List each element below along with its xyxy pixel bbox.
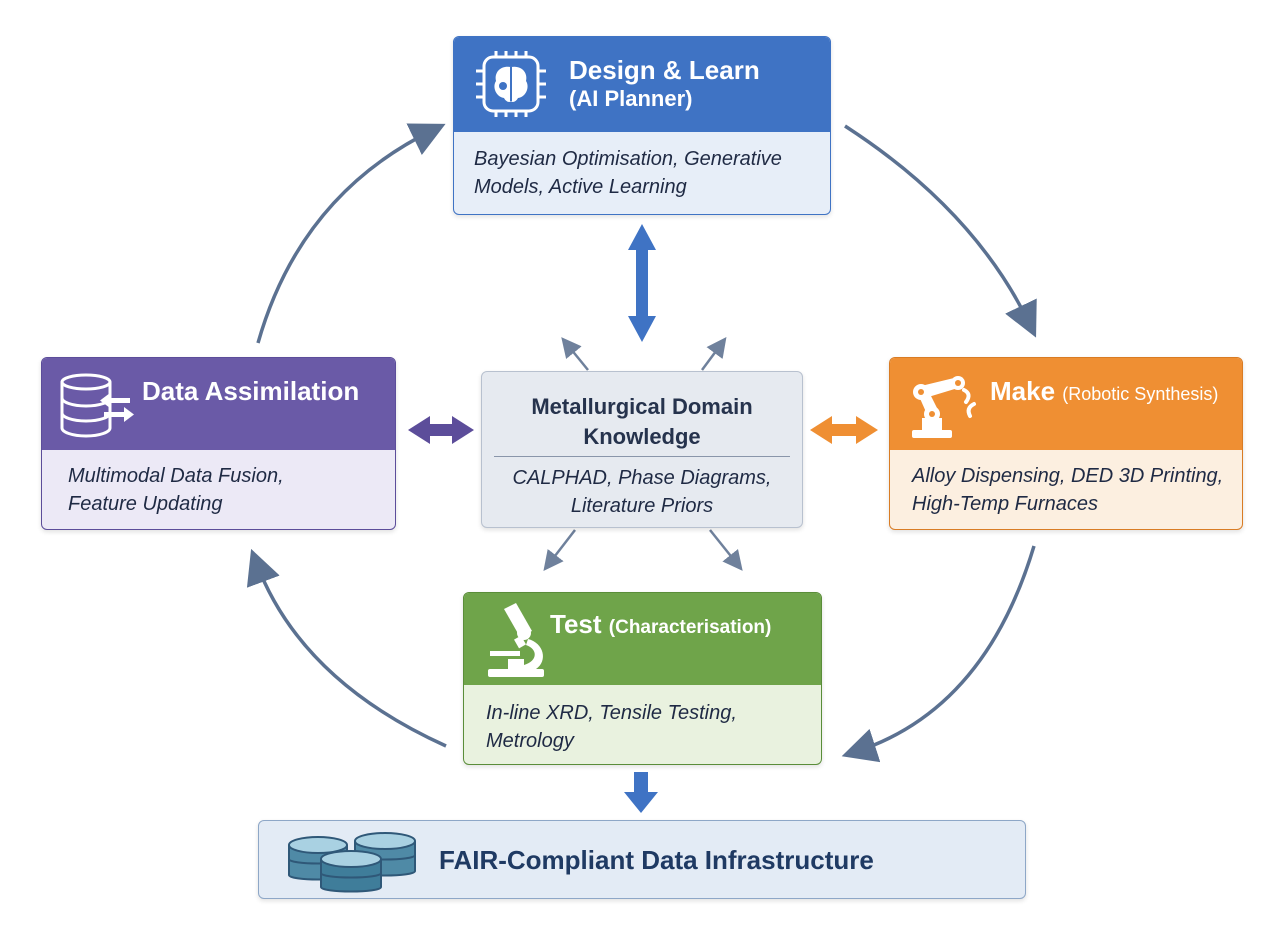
design-learn-body-line1: Bayesian Optimisation, Generative [474, 148, 782, 170]
test-body-line2: Metrology [486, 730, 574, 752]
domain-divider [494, 456, 790, 457]
design-learn-title: Design & Learn [569, 55, 760, 85]
fair-title: FAIR-Compliant Data Infrastructure [439, 845, 874, 875]
make-body-line2: High-Temp Furnaces [912, 493, 1099, 515]
test-title: Test [550, 609, 602, 639]
data-assimilation-card: Data Assimilation Multimodal Data Fusion… [41, 357, 396, 530]
domain-knowledge-card: Metallurgical Domain Knowledge CALPHAD, … [481, 371, 803, 528]
test-to-fair-arrow [624, 772, 658, 813]
make-card: Make (Robotic Synthesis) Alloy Dispensin… [889, 357, 1243, 530]
test-subtitle: (Characterisation) [608, 617, 772, 638]
data-assimilation-body-line2: Feature Updating [68, 493, 223, 515]
microscope-icon [484, 603, 554, 684]
data-assimilation-body-line1: Multimodal Data Fusion, [68, 465, 284, 487]
data-assimilation-header: Data Assimilation [42, 358, 395, 450]
make-subtitle: (Robotic Synthesis) [1062, 384, 1219, 404]
design-learn-header: Design & Learn (AI Planner) [454, 37, 830, 132]
cycle-arrow-make-to-test [841, 545, 1036, 763]
make-header: Make (Robotic Synthesis) [890, 358, 1242, 450]
domain-title-line1: Metallurgical Domain [531, 394, 753, 419]
domain-body-line2: Literature Priors [570, 495, 714, 517]
design-learn-card: Design & Learn (AI Planner) Bayesian Opt… [453, 36, 831, 215]
domain-body-line1: CALPHAD, Phase Diagrams, [512, 467, 772, 489]
domain-make-double-arrow [810, 416, 878, 444]
make-title: Make [990, 376, 1056, 406]
domain-arrow-down-left [543, 529, 576, 571]
domain-arrow-up-right [700, 336, 727, 371]
ai-chip-brain-icon [470, 51, 552, 122]
test-body-line1: In-line XRD, Tensile Testing, [486, 702, 737, 724]
make-body-line1: Alloy Dispensing, DED 3D Printing, [912, 465, 1224, 487]
fair-infrastructure-bar: FAIR-Compliant Data Infrastructure [258, 820, 1026, 899]
domain-arrow-down-right [709, 529, 743, 571]
test-header: Test (Characterisation) [464, 593, 821, 685]
cycle-arrow-data-to-design [256, 123, 446, 344]
database-sync-icon [58, 372, 138, 445]
data-domain-double-arrow [408, 416, 474, 444]
data-assimilation-title: Data Assimilation [142, 376, 360, 406]
design-learn-body-line2: Models, Active Learning [474, 176, 687, 198]
design-learn-subtitle: (AI Planner) [569, 86, 693, 112]
design-domain-double-arrow [628, 224, 656, 342]
cycle-arrow-test-to-data [246, 548, 447, 748]
domain-arrow-up-left [561, 337, 589, 371]
robot-arm-icon [906, 372, 986, 447]
test-card: Test (Characterisation) In-line XRD, Ten… [463, 592, 822, 765]
domain-title-line2: Knowledge [583, 424, 701, 449]
database-cylinders-icon [285, 829, 425, 898]
cycle-arrow-design-to-make [844, 124, 1037, 338]
